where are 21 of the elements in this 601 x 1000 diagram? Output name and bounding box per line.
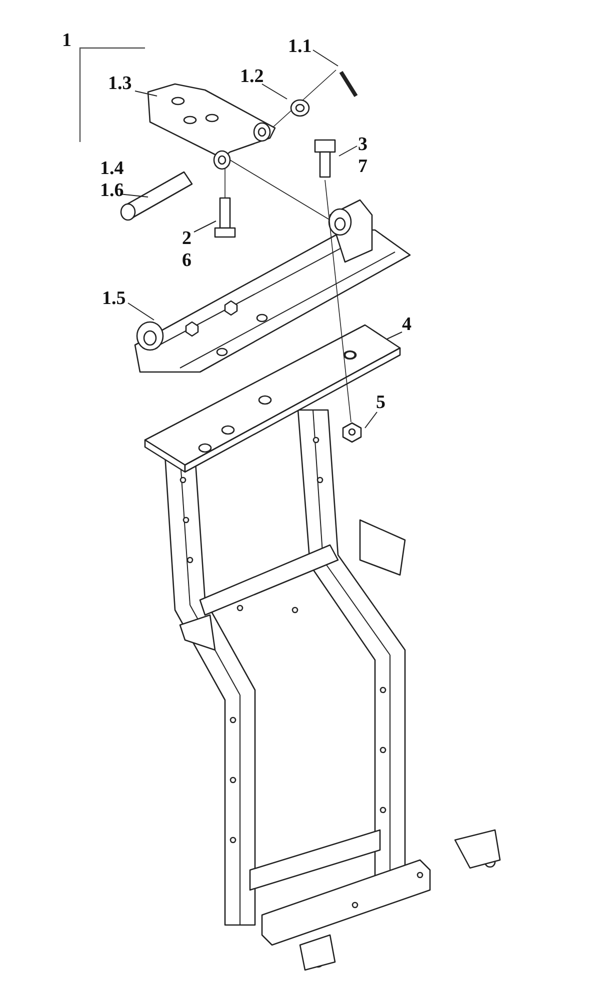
callout-number: 7 <box>358 156 368 178</box>
leader-line <box>312 50 338 66</box>
leader-line <box>386 332 402 340</box>
leader-line <box>128 302 154 320</box>
callout-number: 1.5 <box>102 288 126 310</box>
callout-number: 1 <box>62 30 72 52</box>
callout-number: 1.2 <box>240 66 264 88</box>
callout-number: 1.4 <box>100 158 124 180</box>
callout-number: 1.3 <box>108 73 132 95</box>
leader-line <box>364 412 378 428</box>
callout-number: 3 <box>358 134 368 156</box>
leader-line <box>194 220 216 232</box>
leader-line <box>262 84 288 100</box>
leader-line <box>134 90 158 96</box>
callout-number: 5 <box>376 392 386 414</box>
callout-number: 1.1 <box>288 36 312 58</box>
callout-number: 4 <box>402 314 412 336</box>
callout-number: 1.6 <box>100 180 124 202</box>
callout-number: 6 <box>182 250 192 272</box>
leader-line <box>338 146 358 156</box>
callout-number: 2 <box>182 228 192 250</box>
